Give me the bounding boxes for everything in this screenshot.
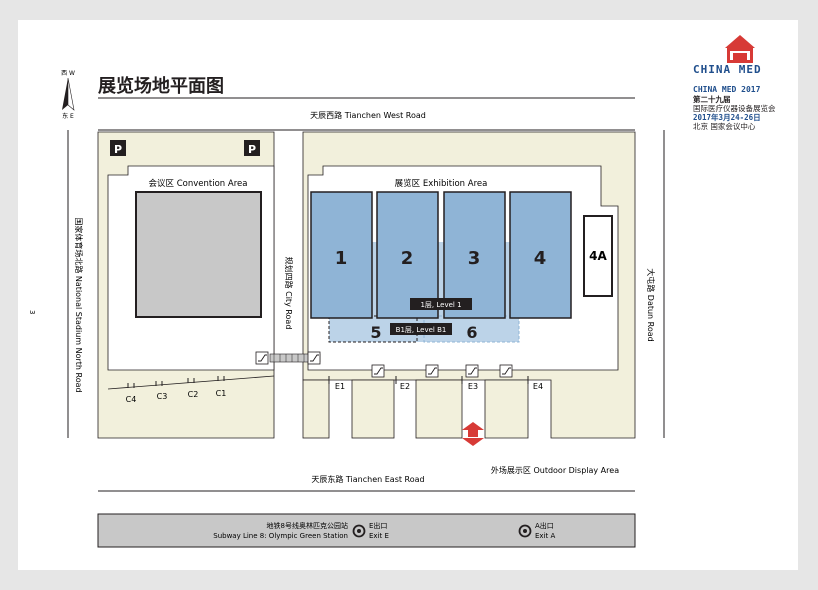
c-entrance-ticks [127,376,225,388]
entrance-c1: C1 [216,389,227,398]
road-tianchen-west: 天辰西路 Tianchen West Road [310,110,426,120]
escalator-icon [425,364,439,378]
china-med-logo-text: CHINA MED [693,63,762,76]
event-name: CHINA MED 2017 [693,85,761,94]
parking-icon: P [110,140,126,156]
outdoor-block [484,379,529,439]
road-datun: 大屯路 Datun Road [646,268,656,342]
subway-icon [518,524,532,538]
road-national-stadium-north: 国家体育场北路 National Stadium North Road [74,217,84,392]
entrance-e3: E3 [468,382,478,391]
subway-station-bar [97,513,636,548]
e-entrance-ticks [328,376,529,384]
escalator-icon [371,364,385,378]
convention-entrance-edge [107,375,275,390]
level-1-label: 1层, Level 1 [420,301,461,309]
outdoor-display-area-label: 外场展示区 Outdoor Display Area [491,465,619,475]
hall-6-label: 6 [466,323,477,342]
china-med-logo [725,35,755,63]
convention-building [135,191,262,318]
escalator-icon [255,351,269,365]
compass-icon: 西 W 东 E [61,70,75,120]
hall-2 [376,191,439,319]
level-b1-label: B1层, Level B1 [396,326,447,334]
entrance-e2: E2 [400,382,410,391]
level-1-tag [410,298,472,310]
parking-icon: P [244,140,260,156]
compass-bottom-label: 东 E [62,112,74,120]
hall-4a-label: 4A [589,249,607,263]
convention-area-label: 会议区 Convention Area [149,178,248,189]
escalator-icon [499,364,513,378]
venue-map: 西 W 东 E 3 展览场地平面图 CHINA MED CHINA MED 20… [28,35,776,548]
hall-3-label: 3 [468,248,481,269]
subway-station-name-en: Subway Line 8: Olympic Green Station [213,532,348,540]
hall-1-label: 1 [335,248,348,269]
exit-a-cn: A出口 [535,521,554,530]
exhibition-area-label: 展览区 Exhibition Area [395,178,488,189]
outdoor-block [415,379,463,439]
compass-top-label: 西 W [61,70,75,77]
map-page: 西 W 东 E 3 展览场地平面图 CHINA MED CHINA MED 20… [18,20,798,570]
hall-3 [443,191,506,319]
hall-4a [583,215,613,297]
subway-icon [352,524,366,538]
entrance-c3: C3 [157,392,168,401]
page-title: 展览场地平面图 [98,75,224,97]
escalator-icon [307,351,321,365]
entrance-c2: C2 [188,390,199,399]
road-city: 规划四路 City Road [284,257,294,330]
exit-a-en: Exit A [535,532,555,540]
page-number: 3 [28,310,36,314]
event-full-name: 国际医疗仪器设备展览会 [693,103,776,113]
double-arrow-icon [462,422,484,446]
exit-e-en: Exit E [369,532,389,540]
entrance-e1: E1 [335,382,345,391]
level-b1-tag [390,323,452,335]
road-tianchen-east: 天辰东路 Tianchen East Road [311,474,424,484]
event-venue: 北京 国家会议中心 [693,121,756,131]
entrance-e4: E4 [533,382,543,391]
parking-symbol: P [114,143,122,156]
hall-4 [509,191,572,319]
outdoor-block [302,379,330,439]
outdoor-block [351,379,395,439]
entrance-c4: C4 [126,395,137,404]
hall-5-label: 5 [370,323,381,342]
event-edition: 第二十九届 [693,94,731,104]
event-date: 2017年3月24-26日 [693,112,761,122]
escalator-icon [465,364,479,378]
hall-4-label: 4 [534,248,547,269]
exit-e-cn: E出口 [369,521,387,530]
parking-symbol: P [248,143,256,156]
hall-1 [310,191,373,319]
hall-2-label: 2 [401,248,414,269]
subway-station-name-cn: 地铁8号线奥林匹克公园站 [267,521,348,530]
